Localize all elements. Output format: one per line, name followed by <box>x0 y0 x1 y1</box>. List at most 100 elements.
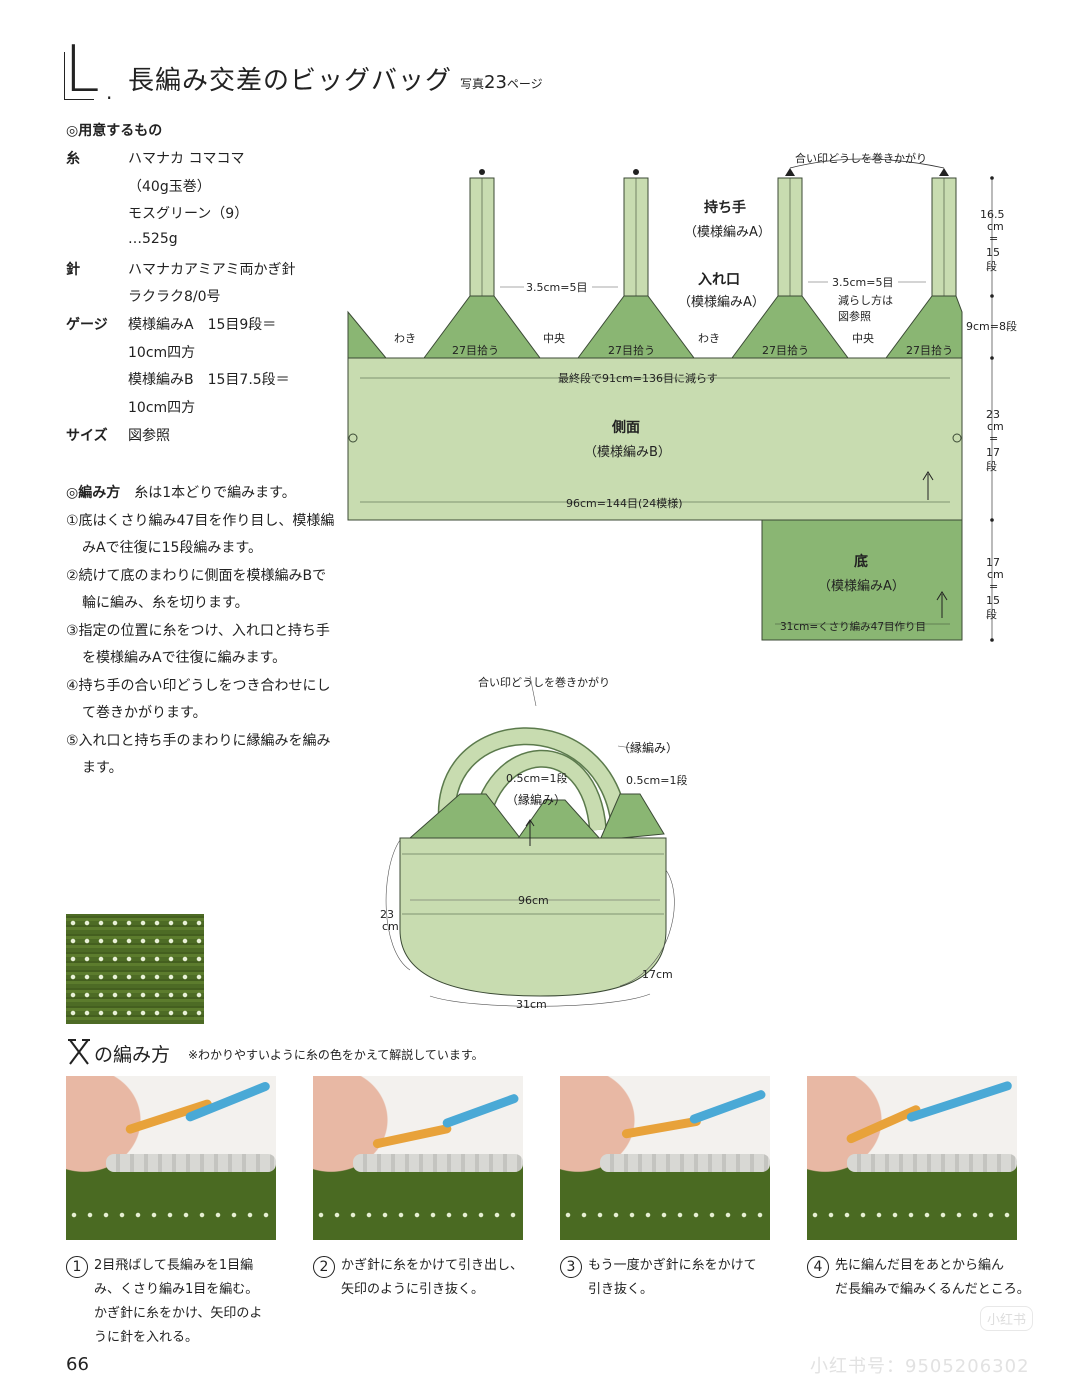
bag-edge-label: 0.5cm=1段 <box>506 771 567 785</box>
method-heading: ◎編み方 糸は1本どりで編みます。 <box>66 485 296 501</box>
step-photo-4 <box>807 1076 1017 1240</box>
handle-mark <box>785 168 795 176</box>
finished-bag-illustration: 合い印どうしを巻きかがり （縁編み） 0.5cm=1段 （縁編み） 0.5cm=… <box>380 675 687 1011</box>
section-letter-dot: . <box>106 80 113 104</box>
step-number: 2 <box>313 1256 335 1278</box>
pick-label: 27目拾う <box>906 343 953 357</box>
svg-text:15: 15 <box>986 594 1000 607</box>
dim-body: 23 <box>986 408 1000 421</box>
photo-reference: 写真23ページ <box>460 72 543 93</box>
method-step: ②続けて底のまわりに側面を模様編みBで輪に編み、糸を切ります。 <box>66 567 327 612</box>
handle-mark <box>633 169 639 175</box>
bag-height: 23 <box>380 908 394 921</box>
materials-yarn-line: （40g玉巻） <box>128 179 211 195</box>
materials-hook-line: ハマナカアミアミ両かぎ針 <box>128 262 296 278</box>
last-row-note: 最終段で91cm=136目に減らす <box>558 371 718 385</box>
materials-yarn-line: …525g <box>128 231 178 247</box>
materials-label-size: サイズ <box>66 428 108 444</box>
method-section: ◎編み方 糸は1本どりで編みます。 ①底はくさり編み47目を作り目し、模様編みA… <box>66 480 336 783</box>
opening-pattern: （模様編みA） <box>678 294 765 310</box>
base-label: 底 <box>854 553 868 570</box>
pattern-diagram: 合い印どうしを巻きかがり 持ち手 （模様編みA） 入れ口 （模様編みA） 3.5… <box>347 151 1017 642</box>
howto-title: の編み方 <box>94 1044 171 1066</box>
bag-edge-label: （縁編み） <box>618 740 678 755</box>
materials-yarn-line: ハマナカ コマコマ <box>128 151 245 167</box>
pick-label: 27目拾う <box>608 343 655 357</box>
svg-text:cm: cm <box>987 568 1004 581</box>
method-step: ①底はくさり編み47目を作り目し、模様編みAで往復に15段編みます。 <box>66 512 335 557</box>
step-number: 3 <box>560 1256 582 1278</box>
decrease-note: 減らし方は <box>838 293 893 307</box>
decrease-note: 図参照 <box>838 309 871 323</box>
bag-edge-label: （縁編み） <box>506 792 566 807</box>
base-pattern: （模様編みA） <box>818 578 905 594</box>
bag-edge-label: 0.5cm=1段 <box>626 773 687 787</box>
page-number: 66 <box>66 1354 89 1375</box>
method-step: ⑤入れ口と持ち手のまわりに縁編みを編みます。 <box>66 732 331 777</box>
dim-opening: 9cm=8段 <box>966 319 1017 333</box>
opening-label: 入れ口 <box>698 272 740 288</box>
svg-text:=: = <box>989 580 998 593</box>
materials-gauge-line: 10cm四方 <box>128 400 196 416</box>
step-photo-3 <box>560 1076 770 1240</box>
materials-hook-line: ラクラク8/0号 <box>128 289 221 305</box>
base-panel <box>761 519 963 641</box>
method-step: ③指定の位置に糸をつけ、入れ口と持ち手を模様編みAで往復に編みます。 <box>66 622 330 667</box>
body-width: 96cm=144目(24模様) <box>566 496 683 510</box>
materials-label-gauge: ゲージ <box>66 317 108 333</box>
svg-text:cm: cm <box>382 920 399 933</box>
step-number: 1 <box>66 1256 88 1278</box>
materials-heading: ◎用意するもの <box>66 123 163 139</box>
width-right: 3.5cm=5目 <box>832 276 893 289</box>
svg-text:cm: cm <box>987 420 1004 433</box>
pick-label: 27目拾う <box>452 343 499 357</box>
handle-label: 持ち手 <box>704 199 746 216</box>
svg-text:15: 15 <box>986 246 1000 259</box>
svg-text:段: 段 <box>986 459 997 473</box>
side-label: わき <box>394 332 416 345</box>
center-label: 中央 <box>543 332 565 345</box>
svg-text:段: 段 <box>986 607 997 621</box>
opening-triangle <box>347 310 388 359</box>
materials-yarn-line: モスグリーン（9） <box>128 206 249 222</box>
base-width: 31cm=くさり編み47目作り目 <box>780 620 926 633</box>
svg-text:17: 17 <box>986 446 1000 459</box>
materials-gauge-line: 10cm四方 <box>128 345 196 361</box>
howto-note: ※わかりやすいように糸の色をかえて解説しています。 <box>188 1048 484 1062</box>
materials-label-yarn: 糸 <box>66 151 80 167</box>
body-label: 側面 <box>611 419 640 436</box>
handle-pattern: （模様編みA） <box>684 224 771 240</box>
dim-base: 17 <box>986 556 1000 569</box>
dim-handle: 16.5 <box>980 208 1005 221</box>
watermark: 小红书号：9505206302 <box>810 1356 1030 1377</box>
materials-label-hook: 針 <box>66 262 80 278</box>
side-label: わき <box>698 332 720 345</box>
width-left: 3.5cm=5目 <box>526 281 587 294</box>
section-letter: L <box>64 33 100 107</box>
svg-text:=: = <box>989 232 998 245</box>
top-note: 合い印どうしを巻きかがり <box>795 151 927 165</box>
materials-size-line: 図参照 <box>128 428 170 444</box>
step-number: 4 <box>807 1256 829 1278</box>
letter-foot <box>64 99 94 100</box>
svg-text:cm: cm <box>987 220 1004 233</box>
materials-gauge-line: 模様編みB 15目7.5段＝ <box>128 372 290 388</box>
pick-label: 27目拾う <box>762 343 809 357</box>
step-photo-1 <box>66 1076 276 1240</box>
handle-mark <box>939 168 949 176</box>
bag-depth: 17cm <box>642 968 673 981</box>
bag-width: 96cm <box>518 894 549 907</box>
crossed-stitch-symbol-icon <box>68 1039 90 1065</box>
materials-gauge-line: 模様編みA 15目9段＝ <box>128 317 277 333</box>
side-body <box>347 357 963 521</box>
svg-text:段: 段 <box>986 259 997 273</box>
center-label: 中央 <box>852 332 874 345</box>
method-step: ④持ち手の合い印どうしをつき合わせにして巻きかがります。 <box>66 677 331 722</box>
bag-top-note: 合い印どうしを巻きかがり <box>478 675 610 689</box>
step-photo-2 <box>313 1076 523 1240</box>
svg-text:=: = <box>989 432 998 445</box>
body-pattern: （模様編みB） <box>584 444 671 460</box>
page-title: 長編み交差のビッグバッグ <box>128 66 453 96</box>
bag-base: 31cm <box>516 998 547 1011</box>
watermark-logo: 小红书 <box>980 1306 1034 1331</box>
